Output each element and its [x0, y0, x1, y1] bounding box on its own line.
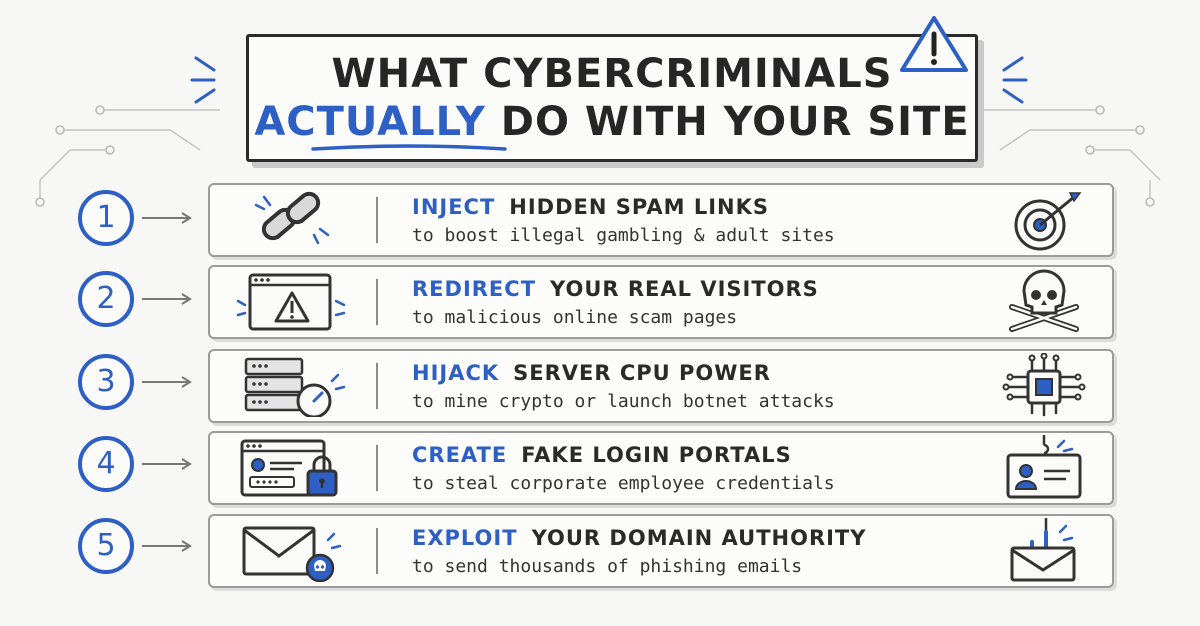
arrow-right-icon: [142, 458, 192, 470]
row-separator: [376, 363, 378, 409]
target-icon: [1014, 192, 1082, 251]
skull-crossbones-icon: [1009, 269, 1079, 332]
step-number-2: 2: [78, 271, 134, 327]
threat-row-3: HIJACK SERVER CPU POWER to mine crypto or…: [208, 349, 1114, 423]
id-badge-icon: [1006, 435, 1082, 499]
threat-verb-5: EXPLOIT: [412, 526, 518, 550]
threat-row-4: CREATE FAKE LOGIN PORTALS to steal corpor…: [208, 431, 1114, 505]
row-separator: [376, 528, 378, 574]
threat-row-1: INJECT HIDDEN SPAM LINKS to boost illegal…: [208, 183, 1114, 257]
login-lock-icon: [240, 439, 338, 497]
threat-title-2: REDIRECT YOUR REAL VISITORS: [412, 277, 819, 301]
threat-headline-5: YOUR DOMAIN AUTHORITY: [531, 526, 867, 550]
row-separator: [376, 197, 378, 243]
threat-verb-3: HIJACK: [412, 361, 500, 385]
threat-headline-1: HIDDEN SPAM LINKS: [509, 195, 769, 219]
chain-link-icon: [254, 191, 330, 245]
server-gauge-icon: [244, 357, 346, 417]
threat-title-4: CREATE FAKE LOGIN PORTALS: [412, 443, 792, 467]
arrow-right-icon: [142, 212, 192, 224]
title-line-2: ACTUALLY DO WITH YOUR SITE: [249, 99, 975, 145]
phishing-hook-icon: [1010, 518, 1076, 582]
threat-desc-3: to mine crypto or launch botnet attacks: [412, 391, 835, 412]
title-box: WHAT CYBERCRIMINALS ACTUALLY DO WITH YOU…: [246, 34, 978, 162]
threat-title-3: HIJACK SERVER CPU POWER: [412, 361, 771, 385]
email-skull-icon: [242, 526, 342, 582]
step-number-4: 4: [78, 436, 134, 492]
step-number-3: 3: [78, 354, 134, 410]
browser-warning-icon: [236, 273, 346, 331]
threat-title-5: EXPLOIT YOUR DOMAIN AUTHORITY: [412, 526, 866, 550]
step-number-1: 1: [78, 190, 134, 246]
threat-verb-1: INJECT: [412, 195, 496, 219]
threat-verb-4: CREATE: [412, 443, 508, 467]
threat-headline-2: YOUR REAL VISITORS: [550, 277, 819, 301]
title-accent-word: ACTUALLY: [254, 99, 486, 145]
row-separator: [376, 445, 378, 491]
threat-row-2: REDIRECT YOUR REAL VISITORS to malicious …: [208, 265, 1114, 339]
threat-row-5: EXPLOIT YOUR DOMAIN AUTHORITY to send tho…: [208, 514, 1114, 588]
threat-title-1: INJECT HIDDEN SPAM LINKS: [412, 195, 769, 219]
arrow-right-icon: [142, 293, 192, 305]
threat-verb-2: REDIRECT: [412, 277, 537, 301]
threat-desc-1: to boost illegal gambling & adult sites: [412, 225, 835, 246]
arrow-right-icon: [142, 540, 192, 552]
title-line-1: WHAT CYBERCRIMINALS: [331, 51, 893, 97]
threat-headline-3: SERVER CPU POWER: [513, 361, 771, 385]
title-line-2-rest: DO WITH YOUR SITE: [500, 99, 970, 145]
accent-underline: [311, 144, 507, 151]
threat-desc-5: to send thousands of phishing emails: [412, 556, 803, 577]
row-separator: [376, 279, 378, 325]
cpu-chip-icon: [1002, 353, 1086, 417]
threat-desc-2: to malicious online scam pages: [412, 307, 738, 328]
threat-desc-4: to steal corporate employee credentials: [412, 473, 835, 494]
arrow-right-icon: [142, 376, 192, 388]
warning-triangle-icon: [900, 16, 968, 72]
threat-headline-4: FAKE LOGIN PORTALS: [521, 443, 792, 467]
step-number-5: 5: [78, 518, 134, 574]
